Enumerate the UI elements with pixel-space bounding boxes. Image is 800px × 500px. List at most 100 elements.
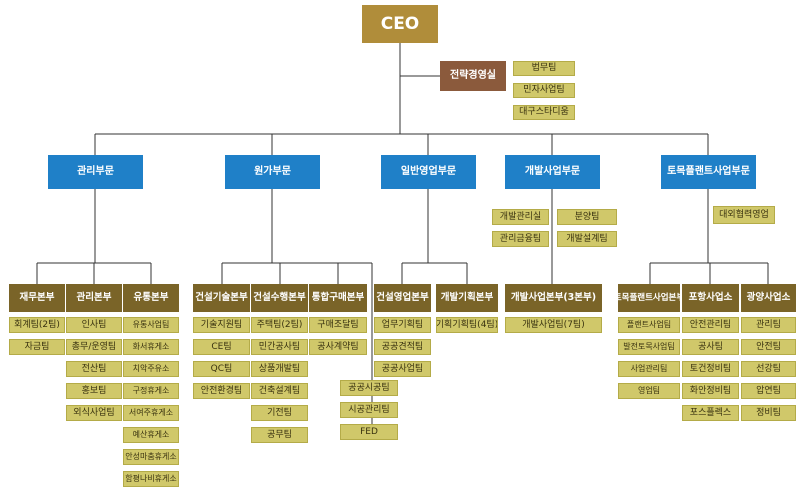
team-label: 서여주휴게소 — [128, 408, 174, 417]
strategy-team-private-project: 민자사업팀 — [513, 83, 575, 98]
team-label: 플랜트사업팀 — [626, 320, 672, 329]
team-box: 구매조달팀 — [309, 317, 367, 333]
team-box: 자금팀 — [9, 339, 65, 355]
division-sales: 일반영업부문 — [381, 155, 476, 189]
team-box: 공사팀 — [682, 339, 739, 355]
division-label: 관리부문 — [77, 166, 114, 177]
team-label: 개발관리실 — [499, 211, 542, 222]
team-label: 발전토목사업팀 — [623, 342, 675, 351]
team-box: 업무기획팀 — [374, 317, 431, 333]
team-label: 상품개발팀 — [258, 363, 301, 374]
team-box: 토건정비팀 — [682, 361, 739, 377]
hq-construction: 건설수행본부 — [251, 284, 308, 312]
team-label: 선강팀 — [756, 363, 781, 374]
team-label: 관리팀 — [756, 319, 781, 330]
team-label: 안성마춤휴게소 — [125, 452, 177, 461]
team-box: 주택팀(2팀) — [251, 317, 308, 333]
team-label: 업무기획팀 — [381, 319, 424, 330]
team-label: 관리금융팀 — [499, 233, 542, 244]
team-label: 포스플렉스 — [689, 407, 732, 418]
team-label: 개발사업팀(7팀) — [522, 319, 585, 330]
team-label: 구정휴게소 — [132, 386, 170, 395]
team-box: 건축설계팀 — [251, 383, 308, 399]
team-box: 공무팀 — [251, 427, 308, 443]
team-box: 유통사업팀 — [123, 317, 179, 333]
hq-label: 포항사업소 — [688, 292, 733, 304]
hq-label: 유통본부 — [133, 292, 169, 304]
division-civil: 토목플랜트사업부문 — [661, 155, 756, 189]
team-label: 안전팀 — [756, 341, 781, 352]
team-box: 외식사업팀 — [66, 405, 122, 421]
team-label: 시공관리팀 — [348, 404, 390, 415]
team-label: 공공견적팀 — [381, 341, 424, 352]
team-label: FED — [360, 426, 378, 437]
hq-development: 개발사업본부(3본부) — [505, 284, 602, 312]
civil-direct-team: 대외협력영업 — [713, 206, 775, 224]
team-label: 안전환경팀 — [200, 385, 243, 396]
team-box: 안전팀 — [741, 339, 796, 355]
hq-label: 관리본부 — [76, 292, 112, 304]
dev-direct-team: 분양팀 — [557, 209, 617, 225]
team-label: 기술지원팀 — [200, 319, 243, 330]
team-box: 공공사업팀 — [374, 361, 431, 377]
team-label: 건축설계팀 — [258, 385, 301, 396]
team-label: 압연팀 — [756, 385, 781, 396]
team-label: 기전팀 — [267, 407, 292, 418]
division-label: 일반영업부문 — [400, 166, 457, 177]
division-admin: 관리부문 — [48, 155, 143, 189]
team-label: 전산팀 — [81, 363, 107, 374]
hq-label: 광양사업소 — [746, 292, 791, 304]
team-box: 구정휴게소 — [123, 383, 179, 399]
team-label: 외식사업팀 — [73, 407, 115, 418]
team-box: 전산팀 — [66, 361, 122, 377]
team-box: 총무/운영팀 — [66, 339, 122, 355]
team-box: 공공견적팀 — [374, 339, 431, 355]
hq-label: 건설영업본부 — [376, 292, 429, 304]
team-label: 사업관리팀 — [630, 364, 668, 373]
team-box: 상품개발팀 — [251, 361, 308, 377]
hq-procurement: 통합구매본부 — [309, 284, 367, 312]
team-label: 총무/운영팀 — [71, 341, 117, 352]
strategy-team-label: 법무팀 — [531, 63, 557, 73]
team-label: QC팀 — [210, 363, 233, 374]
hq-sales: 건설영업본부 — [374, 284, 431, 312]
team-box: 기술지원팀 — [193, 317, 250, 333]
hq-planning: 개발기획본부 — [436, 284, 498, 312]
team-box: 서여주휴게소 — [123, 405, 179, 421]
hq-gwangyang: 광양사업소 — [741, 284, 796, 312]
team-box: 사업관리팀 — [618, 361, 680, 377]
strategy-team-legal: 법무팀 — [513, 61, 575, 76]
team-label: 구매조달팀 — [317, 319, 359, 330]
team-box: CE팀 — [193, 339, 250, 355]
team-box: 공공시공팀 — [340, 380, 398, 396]
team-label: 치악주유소 — [132, 364, 170, 373]
hq-label: 통합구매본부 — [311, 292, 365, 304]
team-label: 영업팀 — [637, 386, 661, 395]
hq-tech: 건설기술본부 — [193, 284, 250, 312]
hq-label: 토목플랜트사업본부 — [618, 292, 680, 303]
team-label: 공공시공팀 — [348, 382, 390, 393]
team-box: 화서휴게소 — [123, 339, 179, 355]
team-box: QC팀 — [193, 361, 250, 377]
team-label: 화서휴게소 — [132, 342, 170, 351]
team-label: 기획기획팀(4팀) — [436, 319, 498, 330]
hq-label: 건설수행본부 — [253, 292, 306, 304]
team-label: 공사계약팀 — [317, 341, 359, 352]
division-label: 원가부문 — [254, 166, 291, 177]
team-label: 공무팀 — [267, 429, 292, 440]
team-label: 유통사업팀 — [132, 320, 170, 329]
division-cost: 원가부문 — [225, 155, 320, 189]
division-label: 개발사업부문 — [524, 166, 581, 177]
team-label: 자금팀 — [24, 341, 50, 352]
team-label: 함평나비휴게소 — [125, 474, 177, 483]
team-label: 안전관리팀 — [689, 319, 732, 330]
team-box: 선강팀 — [741, 361, 796, 377]
team-box: 포스플렉스 — [682, 405, 739, 421]
division-label: 토목플랜트사업부문 — [667, 166, 750, 177]
dev-direct-team: 개발설계팀 — [557, 231, 617, 247]
team-box: 플랜트사업팀 — [618, 317, 680, 333]
team-label: 정비팀 — [756, 407, 781, 418]
team-box: FED — [340, 424, 398, 440]
team-box: 안전환경팀 — [193, 383, 250, 399]
